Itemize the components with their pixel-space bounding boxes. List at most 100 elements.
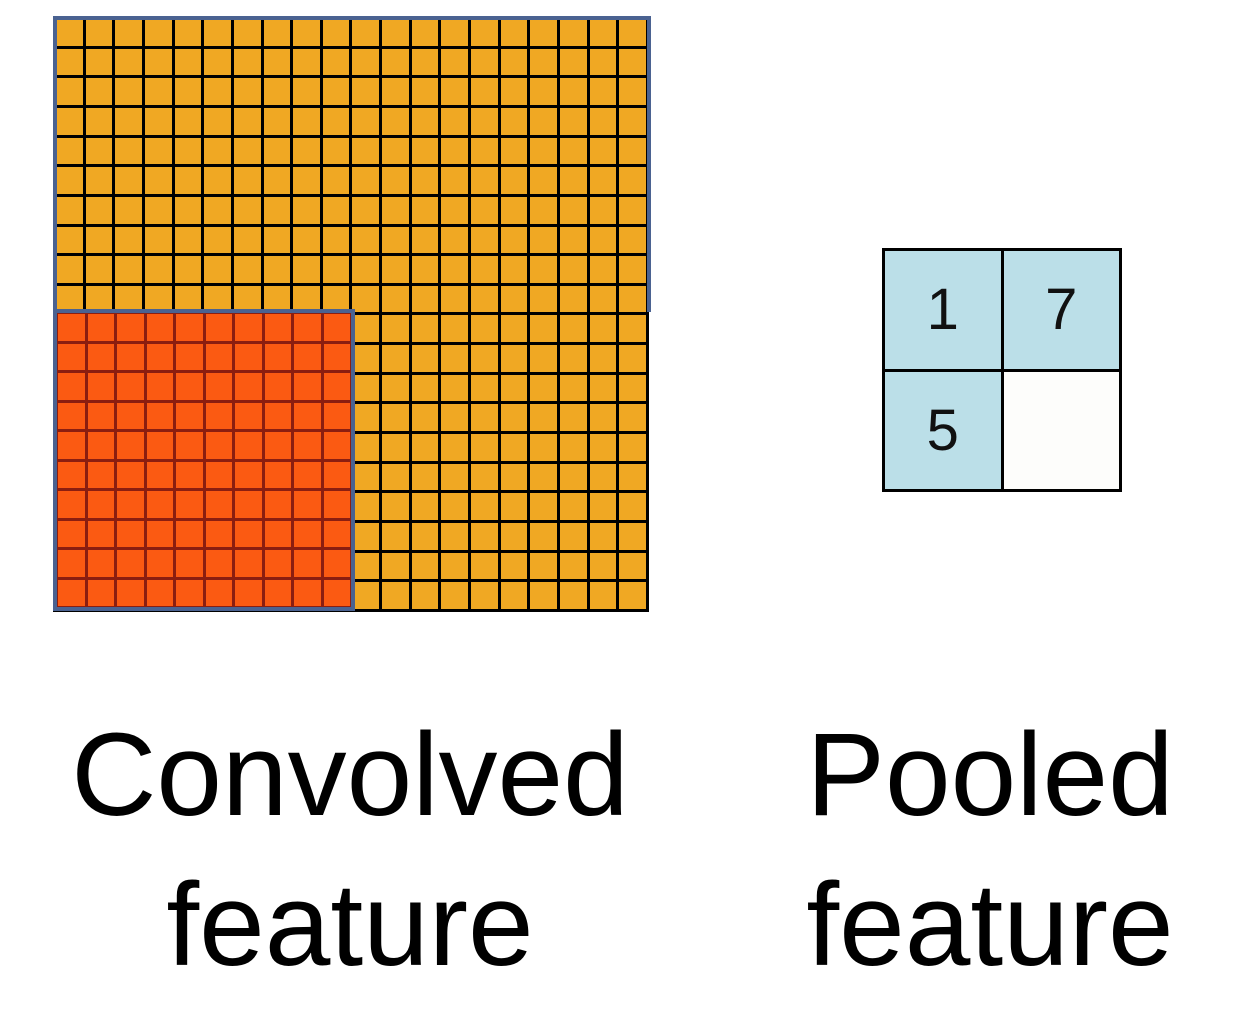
convolved-cell — [589, 19, 617, 46]
convolved-cell — [589, 226, 617, 254]
convolved-cell — [530, 196, 558, 224]
pooling-region-cell — [87, 579, 114, 606]
pooling-region-cell — [176, 520, 203, 547]
convolved-cell — [441, 552, 469, 580]
convolved-cell — [263, 107, 291, 135]
convolved-cell — [115, 48, 142, 76]
pooling-region-cell — [117, 461, 144, 488]
convolved-cell — [471, 523, 498, 550]
convolved-cell — [530, 137, 558, 165]
pooling-region-cell — [323, 373, 350, 400]
convolved-cell — [441, 107, 469, 135]
convolved-cell — [322, 226, 350, 254]
pooled-cell: 1 — [885, 251, 1001, 369]
convolved-cell — [471, 463, 498, 491]
convolved-label-line2: feature — [166, 859, 534, 991]
convolved-cell — [530, 493, 558, 521]
convolved-cell — [471, 48, 498, 76]
convolved-cell — [411, 167, 439, 194]
convolved-cell — [560, 226, 587, 254]
convolved-cell — [174, 107, 202, 135]
convolved-cell — [500, 256, 528, 283]
convolved-cell — [560, 552, 587, 580]
convolved-cell — [85, 256, 113, 283]
convolved-cell — [619, 19, 646, 46]
convolved-cell — [115, 78, 142, 105]
convolved-cell — [619, 493, 646, 521]
pooled-cell: 7 — [1003, 251, 1119, 369]
convolved-cell — [233, 48, 261, 76]
pooling-region-cell — [58, 432, 85, 459]
pooling-region-cell — [294, 491, 321, 518]
pooling-region-cell — [205, 314, 232, 341]
pooling-region-cell — [176, 373, 203, 400]
pooling-region-cell — [87, 520, 114, 547]
pooling-region-cell — [176, 343, 203, 370]
convolved-cell — [500, 374, 528, 402]
convolved-cell — [471, 19, 498, 46]
pooling-region-cell — [58, 314, 85, 341]
convolved-cell — [293, 226, 320, 254]
pooling-region-cell — [264, 402, 291, 429]
convolved-cell — [441, 463, 469, 491]
convolved-cell — [530, 315, 558, 343]
pooling-region-cell — [58, 461, 85, 488]
convolved-cell — [530, 404, 558, 432]
convolved-cell — [293, 196, 320, 224]
convolved-cell — [619, 404, 646, 432]
pooling-region-cell — [87, 314, 114, 341]
convolved-cell — [471, 78, 498, 105]
convolved-cell — [441, 137, 469, 165]
pooling-region-cell — [294, 520, 321, 547]
convolved-cell — [411, 19, 439, 46]
convolved-cell — [619, 315, 646, 343]
pooling-region-cell — [58, 343, 85, 370]
convolved-cell — [411, 137, 439, 165]
pooling-region-cell — [87, 461, 114, 488]
convolved-cell — [471, 107, 498, 135]
convolved-cell — [263, 19, 291, 46]
pooling-region-cell — [87, 491, 114, 518]
convolved-cell — [471, 285, 498, 313]
convolved-cell — [589, 315, 617, 343]
convolved-cell — [589, 582, 617, 609]
convolved-cell — [589, 256, 617, 283]
convolved-cell — [382, 107, 409, 135]
convolved-cell — [174, 19, 202, 46]
convolved-cell — [382, 196, 409, 224]
convolved-cell — [589, 167, 617, 194]
convolved-cell — [233, 285, 261, 313]
convolved-cell — [471, 552, 498, 580]
convolved-cell — [411, 552, 439, 580]
pooling-region-cell — [205, 343, 232, 370]
pooling-region-cell — [146, 579, 173, 606]
convolved-cell — [471, 345, 498, 372]
convolved-cell — [619, 285, 646, 313]
pooling-region-cell — [294, 550, 321, 577]
pooling-region-cell — [235, 402, 262, 429]
pooled-cell: 5 — [885, 371, 1001, 489]
pooling-region-cell — [176, 432, 203, 459]
convolved-cell — [589, 404, 617, 432]
pooling-region-cell — [235, 373, 262, 400]
pooling-region-cell — [323, 520, 350, 547]
convolved-cell — [174, 137, 202, 165]
pooling-region-cell — [294, 579, 321, 606]
convolved-cell — [204, 78, 231, 105]
convolved-cell — [411, 582, 439, 609]
pooling-region-cell — [58, 520, 85, 547]
convolved-cell — [352, 463, 380, 491]
convolved-cell — [441, 48, 469, 76]
convolved-cell — [322, 48, 350, 76]
convolved-cell — [144, 226, 172, 254]
convolved-cell — [382, 434, 409, 461]
pooling-region-cell — [146, 343, 173, 370]
convolved-cell — [204, 226, 231, 254]
pooling-region — [53, 309, 355, 611]
pooling-region-cell — [117, 343, 144, 370]
convolved-cell — [204, 167, 231, 194]
pooling-region-cell — [146, 461, 173, 488]
pooling-region-cell — [205, 550, 232, 577]
convolved-cell — [352, 78, 380, 105]
pooling-region-cell — [117, 491, 144, 518]
